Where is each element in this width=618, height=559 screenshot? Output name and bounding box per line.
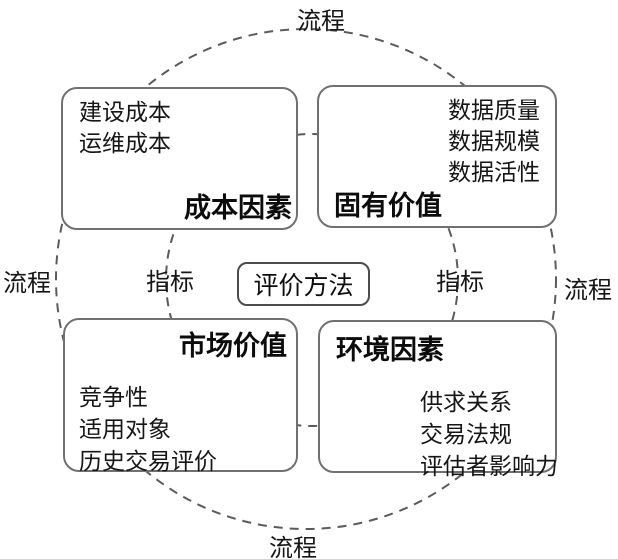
market-item: 竞争性	[79, 384, 148, 410]
center-method-label: 评价方法	[253, 272, 354, 300]
ring-label-right: 流程	[564, 277, 612, 304]
inherent-item: 数据规模	[448, 128, 540, 154]
environment-item: 供求关系	[420, 389, 512, 415]
quadrant-market-value: 市场价值 竞争性 适用对象 历史交易评价	[63, 318, 298, 474]
environment-item: 交易法规	[420, 421, 512, 447]
cost-item: 建设成本	[79, 99, 171, 125]
ring-label-top: 流程	[297, 8, 345, 35]
environment-title: 环境因素	[336, 335, 444, 365]
environment-items: 供求关系 交易法规 评估者影响力	[420, 386, 558, 482]
ring-label-left: 流程	[3, 270, 51, 297]
inherent-title: 固有价值	[334, 191, 442, 221]
market-item: 历史交易评价	[79, 448, 217, 474]
ring-label-bottom: 流程	[269, 535, 317, 559]
cost-title: 成本因素	[184, 193, 292, 223]
market-title: 市场价值	[179, 331, 287, 361]
center-method-box: 评价方法	[237, 262, 370, 306]
cost-items: 建设成本 运维成本	[79, 97, 171, 159]
inherent-items: 数据质量 数据规模 数据活性	[448, 95, 540, 188]
environment-item: 评估者影响力	[420, 453, 558, 479]
outer-ring-circle	[55, 28, 557, 530]
inner-ring-circle	[165, 133, 459, 427]
inherent-item: 数据质量	[448, 97, 540, 123]
market-item: 适用对象	[79, 416, 171, 442]
quadrant-inherent-value: 数据质量 数据规模 数据活性 固有价值	[317, 85, 557, 228]
market-items: 竞争性 适用对象 历史交易评价	[79, 381, 217, 477]
inherent-item: 数据活性	[448, 159, 540, 185]
axis-label-right: 指标	[436, 269, 484, 296]
quadrant-environment-factors: 环境因素 供求关系 交易法规 评估者影响力	[318, 320, 558, 479]
cost-item: 运维成本	[79, 130, 171, 156]
quadrant-cost-factors: 建设成本 运维成本 成本因素	[61, 87, 298, 230]
axis-label-left: 指标	[146, 269, 194, 296]
